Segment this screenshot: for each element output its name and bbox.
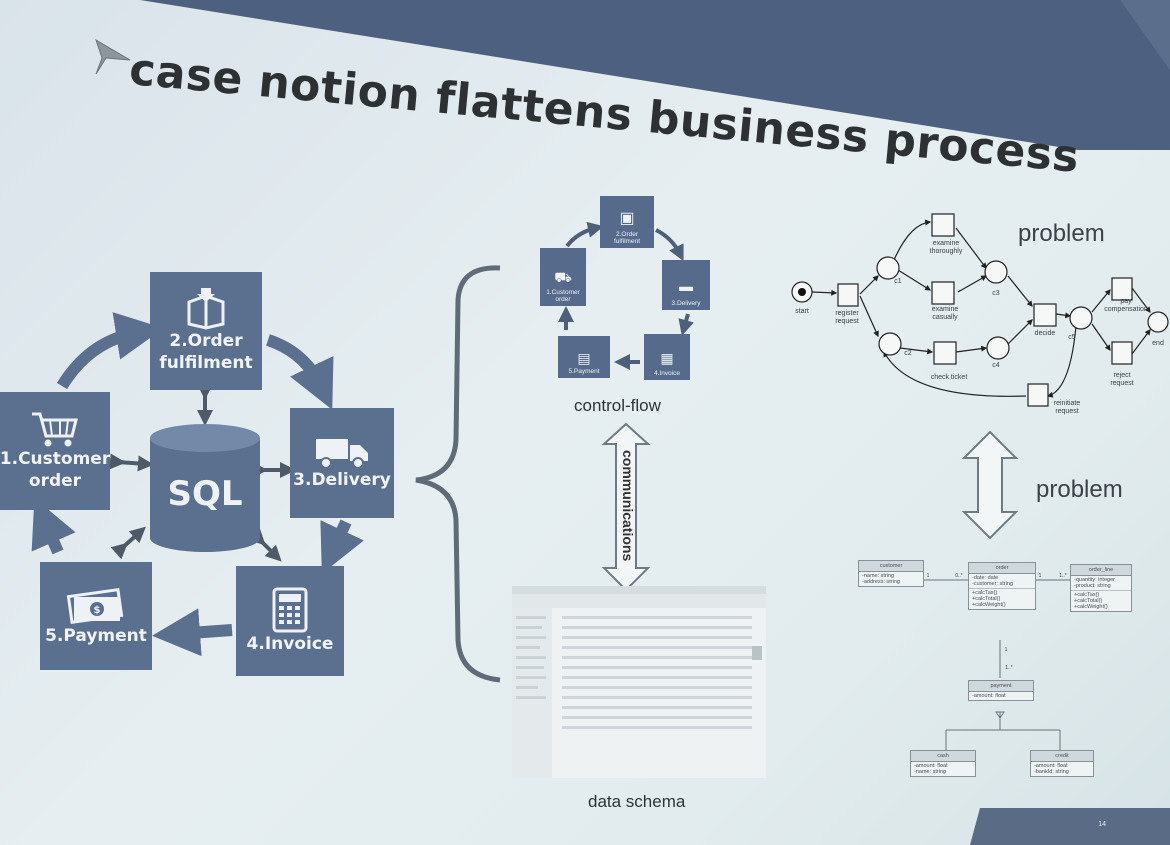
uml-class-name: payment — [969, 681, 1033, 692]
place-c2-label: c2 — [904, 350, 912, 357]
uml-class-name: customer — [859, 561, 923, 572]
mini-step-delivery: ▬ 3.Delivery — [662, 260, 710, 310]
uml-class-customer: customer -name: string -address: string — [858, 560, 924, 587]
link-sql-invoice — [248, 528, 282, 562]
uml-multiplicity: 1..* — [1005, 665, 1013, 671]
uml-class-credit: credit -amount: float -bankId: string — [1030, 750, 1094, 777]
uml-class-attrs: -amount: float -bankId: string — [1034, 763, 1069, 775]
step-order-fulfilment: 2.Order fulfilment — [150, 272, 262, 390]
footer-banner — [970, 808, 1170, 845]
petri-end-label: end — [1152, 340, 1164, 347]
link-sql-customer — [109, 453, 154, 472]
uml-class-payment: payment -amount: float — [968, 680, 1034, 701]
step-delivery: 3.Delivery — [290, 408, 394, 518]
uml-class-attrs: -amount: float -name: string — [914, 763, 948, 775]
uml-class-attrs: -name: string -address: string — [862, 573, 900, 585]
svg-text:$: $ — [94, 605, 101, 616]
page-number: 14 — [1098, 821, 1106, 828]
mini-step-label: 5.Payment — [568, 368, 600, 375]
shopping-cart-icon: ⛟ — [554, 269, 572, 285]
transition-reinitiate-request-label: reinitiate request — [1053, 400, 1081, 415]
data-schema-caption: data schema — [588, 792, 686, 811]
transition-reject-request-label: reject request — [1110, 372, 1134, 387]
shopping-cart-icon — [32, 412, 78, 447]
uml-class-attrs: -date: date -customer: string — [969, 574, 1035, 589]
mini-step-label: 2.Order fulfilment — [613, 231, 640, 245]
control-flow-caption: control-flow — [574, 396, 661, 415]
uml-class-ops: +calcTax() +calcTotal() +calcWeight() — [972, 590, 1006, 608]
petri-start-label: start — [795, 308, 809, 315]
transition-examine-casually-label: examine casually — [931, 306, 959, 321]
money-icon: $ — [66, 587, 124, 625]
uml-class-name: order_line — [1071, 565, 1131, 576]
mini-step-order-fulfilment: ▣ 2.Order fulfilment — [600, 196, 654, 248]
package-icon — [187, 288, 225, 330]
mini-step-label: 4.Invoice — [653, 370, 681, 377]
data-schema-screenshot — [512, 586, 766, 778]
step-invoice: 4.Invoice — [236, 566, 344, 676]
petri-net-diagram — [791, 213, 1169, 407]
uml-class-attrs: -amount: float — [972, 693, 1006, 699]
curly-brace — [415, 265, 501, 683]
uml-class-order: order -date: date -customer: string +cal… — [968, 562, 1036, 610]
communications-label: communications — [620, 450, 636, 562]
transition-register-request-label: register request — [835, 310, 859, 325]
problem-double-arrow — [961, 430, 1019, 540]
step-label: 1.Customer order — [0, 449, 111, 491]
uml-class-ops: +calcTax() +calcTotal() +calcWeight() — [1074, 592, 1108, 610]
truck-icon: ▬ — [679, 278, 693, 294]
step-label: 4.Invoice — [246, 634, 334, 654]
uml-class-name: credit — [1031, 751, 1093, 762]
uml-class-name: cash — [911, 751, 975, 762]
sql-database-icon — [150, 424, 260, 552]
uml-class-name: order — [969, 563, 1035, 574]
transition-pay-compensation-label: pay compensation — [1104, 298, 1148, 313]
package-icon: ▣ — [619, 210, 635, 227]
calculator-icon: ▦ — [660, 350, 674, 366]
arrow-invoice-to-payment — [152, 608, 233, 657]
mini-step-label: 3.Delivery — [671, 300, 701, 307]
uml-multiplicity: 1 — [1004, 647, 1008, 653]
place-c3-label: c3 — [992, 290, 1000, 297]
money-icon: ▤ — [577, 350, 591, 366]
truck-icon — [316, 439, 368, 469]
mini-step-invoice: ▦ 4.Invoice — [644, 334, 690, 380]
uml-class-cash: cash -amount: float -name: string — [910, 750, 976, 777]
place-c5-label: c5 — [1068, 334, 1076, 341]
uml-class-order-line: order_line -quantity: integer -product: … — [1070, 564, 1132, 612]
place-c4-label: c4 — [992, 362, 1000, 369]
transition-examine-thoroughly-label: examine thoroughly — [929, 240, 963, 255]
place-c1-label: c1 — [894, 278, 902, 285]
step-payment: $ 5.Payment — [40, 562, 152, 670]
uml-multiplicity: 1 — [1038, 573, 1042, 579]
bullet-arrow-icon — [95, 38, 131, 75]
mini-step-label: 1.Customer order — [546, 289, 580, 303]
petri-problem-label: problem — [1018, 220, 1105, 247]
mini-step-payment: ▤ 5.Payment — [558, 336, 610, 378]
uml-multiplicity: 1..* — [1059, 573, 1067, 579]
uml-multiplicity: 0..* — [955, 573, 963, 579]
calculator-icon — [272, 587, 308, 633]
uml-multiplicity: 1 — [926, 573, 930, 579]
step-customer-order: 1.Customer order — [0, 392, 110, 510]
transition-check-ticket-label: check ticket — [930, 374, 968, 381]
arrow-payment-to-customer — [31, 498, 76, 555]
mini-step-customer-order: ⛟ 1.Customer order — [540, 248, 586, 306]
step-label: 3.Delivery — [293, 470, 391, 490]
curved-arrow-customer-to-fulfilment — [56, 312, 164, 390]
uml-class-attrs: -quantity: integer -product: string — [1071, 576, 1131, 591]
step-label: 5.Payment — [45, 626, 147, 646]
curved-arrow-fulfilment-to-delivery — [265, 334, 334, 410]
transition-decide-label: decide — [1034, 330, 1056, 337]
link-sql-payment — [110, 526, 146, 560]
arrow-delivery-to-invoice — [320, 519, 364, 574]
sql-label: SQL — [167, 474, 243, 514]
uml-problem-label: problem — [1036, 476, 1123, 503]
step-label: 2.Order fulfilment — [159, 331, 253, 373]
